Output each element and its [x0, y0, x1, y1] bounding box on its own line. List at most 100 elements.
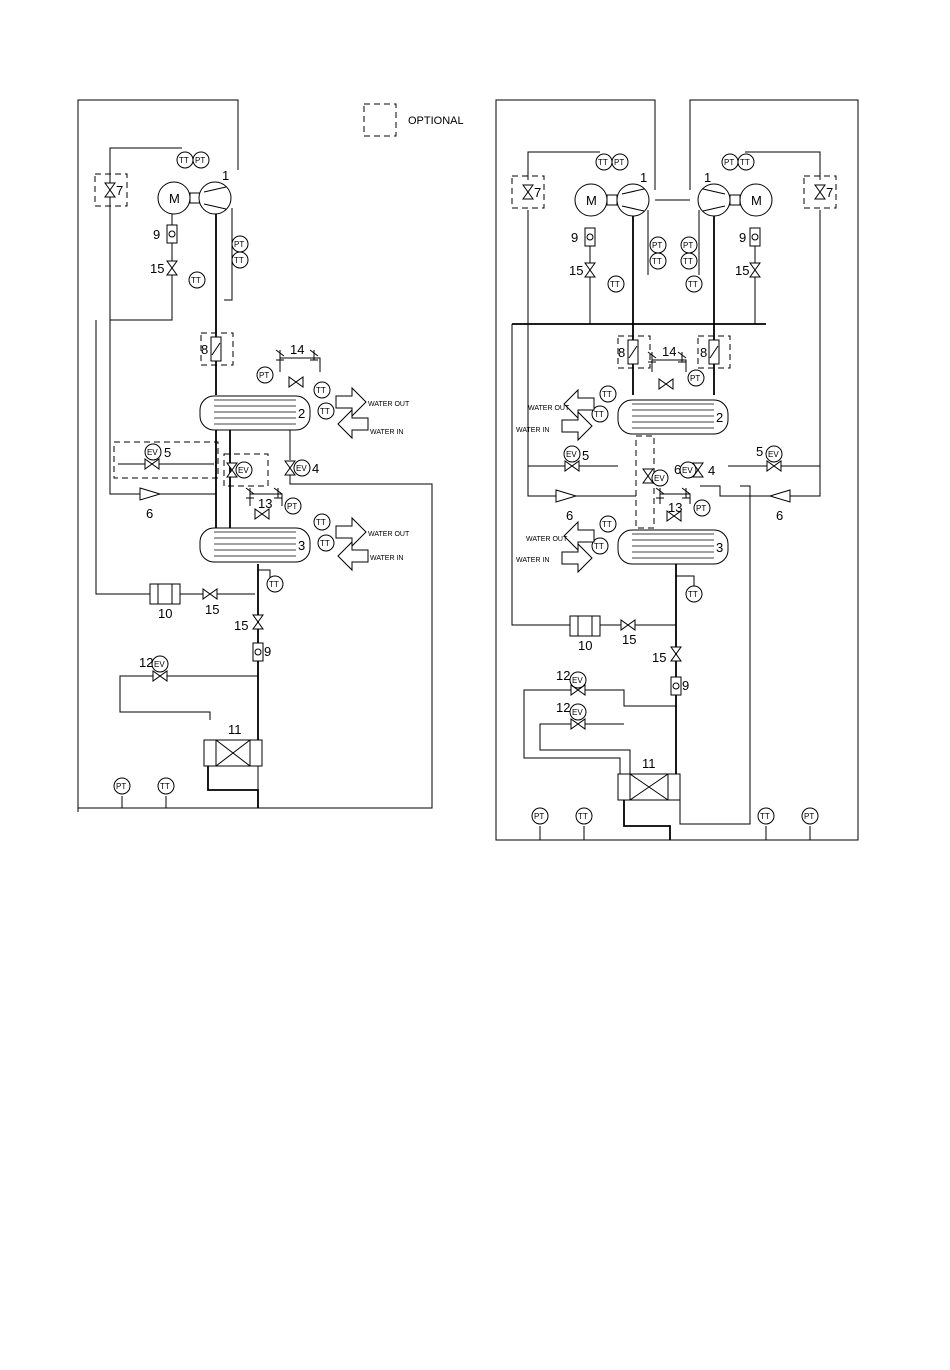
svg-text:WATER IN: WATER IN: [370, 429, 403, 436]
svg-text:15: 15: [205, 602, 219, 617]
svg-text:8: 8: [201, 342, 208, 357]
svg-text:M: M: [751, 193, 762, 208]
svg-text:10: 10: [578, 638, 592, 653]
svg-text:15: 15: [150, 261, 164, 276]
svg-text:TT: TT: [740, 158, 750, 167]
svg-text:PT: PT: [652, 241, 662, 250]
svg-text:TT: TT: [269, 580, 279, 589]
svg-text:15: 15: [735, 263, 749, 278]
svg-text:WATER OUT: WATER OUT: [368, 531, 410, 538]
svg-text:PT: PT: [259, 371, 269, 380]
svg-text:PT: PT: [534, 812, 544, 821]
svg-text:WATER IN: WATER IN: [516, 557, 549, 564]
svg-text:PT: PT: [683, 241, 693, 250]
legend-optional-label: OPTIONAL: [408, 115, 464, 127]
svg-text:9: 9: [571, 230, 578, 245]
svg-text:15: 15: [652, 650, 666, 665]
svg-text:TT: TT: [598, 158, 608, 167]
svg-text:TT: TT: [191, 276, 201, 285]
svg-text:6: 6: [674, 462, 681, 477]
evaporator: [199, 527, 311, 563]
svg-text:EV: EV: [572, 708, 583, 717]
svg-text:EV: EV: [147, 448, 158, 457]
svg-text:12: 12: [556, 700, 570, 715]
svg-text:5: 5: [582, 448, 589, 463]
compressor-right: [697, 183, 731, 217]
svg-text:EV: EV: [154, 660, 165, 669]
compressor: [198, 181, 232, 215]
compressor-left: [616, 183, 650, 217]
svg-text:TT: TT: [602, 520, 612, 529]
svg-text:PT: PT: [234, 240, 244, 249]
svg-text:6: 6: [146, 506, 153, 521]
single-compressor-diagram: M 1 TT PT PT TT TT 7 9 15 8 2 PT TT TT: [77, 99, 433, 812]
svg-text:PT: PT: [116, 782, 126, 791]
svg-text:TT: TT: [602, 390, 612, 399]
svg-text:TT: TT: [594, 410, 604, 419]
svg-text:TT: TT: [179, 156, 189, 165]
svg-text:TT: TT: [652, 257, 662, 266]
svg-text:TT: TT: [316, 518, 326, 527]
svg-text:6: 6: [776, 508, 783, 523]
svg-text:EV: EV: [238, 466, 249, 475]
svg-text:WATER OUT: WATER OUT: [368, 401, 410, 408]
svg-text:PT: PT: [804, 812, 814, 821]
svg-text:WATER OUT: WATER OUT: [526, 536, 568, 543]
svg-text:EV: EV: [296, 464, 307, 473]
liquid-receiver-twin: [569, 615, 601, 637]
liquid-receiver: [149, 583, 181, 605]
svg-text:15: 15: [622, 632, 636, 647]
svg-text:TT: TT: [320, 539, 330, 548]
svg-text:PT: PT: [195, 156, 205, 165]
svg-text:EV: EV: [682, 466, 693, 475]
svg-text:15: 15: [234, 618, 248, 633]
svg-text:3: 3: [716, 540, 723, 555]
svg-text:TT: TT: [683, 257, 693, 266]
svg-text:1: 1: [640, 170, 647, 185]
svg-text:11: 11: [228, 722, 242, 737]
svg-text:6: 6: [566, 508, 573, 523]
svg-text:12: 12: [556, 668, 570, 683]
svg-text:PT: PT: [696, 504, 706, 513]
svg-text:TT: TT: [688, 590, 698, 599]
svg-text:15: 15: [569, 263, 583, 278]
svg-text:PT: PT: [724, 158, 734, 167]
legend: OPTIONAL: [363, 103, 464, 137]
svg-text:1: 1: [704, 170, 711, 185]
svg-text:TT: TT: [610, 280, 620, 289]
svg-text:PT: PT: [690, 374, 700, 383]
svg-text:EV: EV: [572, 676, 583, 685]
svg-text:WATER OUT: WATER OUT: [528, 405, 570, 412]
svg-text:13: 13: [668, 500, 682, 515]
svg-text:PT: PT: [614, 158, 624, 167]
svg-text:7: 7: [826, 185, 833, 200]
svg-text:WATER IN: WATER IN: [516, 427, 549, 434]
svg-text:PT: PT: [287, 502, 297, 511]
evaporator-twin: [617, 529, 729, 565]
twin-compressor-diagram: M 1 TT PT PT TT TT 1 M PT TT PT TT TT 7 …: [495, 99, 859, 841]
svg-text:5: 5: [756, 444, 763, 459]
svg-text:7: 7: [534, 185, 541, 200]
svg-text:M: M: [169, 191, 180, 206]
motor-right: [739, 183, 773, 217]
svg-text:WATER IN: WATER IN: [370, 555, 403, 562]
svg-text:EV: EV: [654, 474, 665, 483]
svg-text:2: 2: [716, 410, 723, 425]
svg-text:12: 12: [139, 655, 153, 670]
svg-text:M: M: [586, 193, 597, 208]
condenser: [199, 395, 311, 431]
svg-text:10: 10: [158, 606, 172, 621]
svg-text:9: 9: [739, 230, 746, 245]
svg-text:7: 7: [116, 183, 123, 198]
svg-text:TT: TT: [578, 812, 588, 821]
svg-text:TT: TT: [594, 542, 604, 551]
svg-text:9: 9: [153, 227, 160, 242]
svg-text:9: 9: [264, 644, 271, 659]
svg-text:9: 9: [682, 678, 689, 693]
svg-text:14: 14: [290, 342, 304, 357]
svg-text:8: 8: [618, 345, 625, 360]
svg-text:TT: TT: [316, 386, 326, 395]
svg-text:2: 2: [298, 406, 305, 421]
svg-text:EV: EV: [768, 450, 779, 459]
